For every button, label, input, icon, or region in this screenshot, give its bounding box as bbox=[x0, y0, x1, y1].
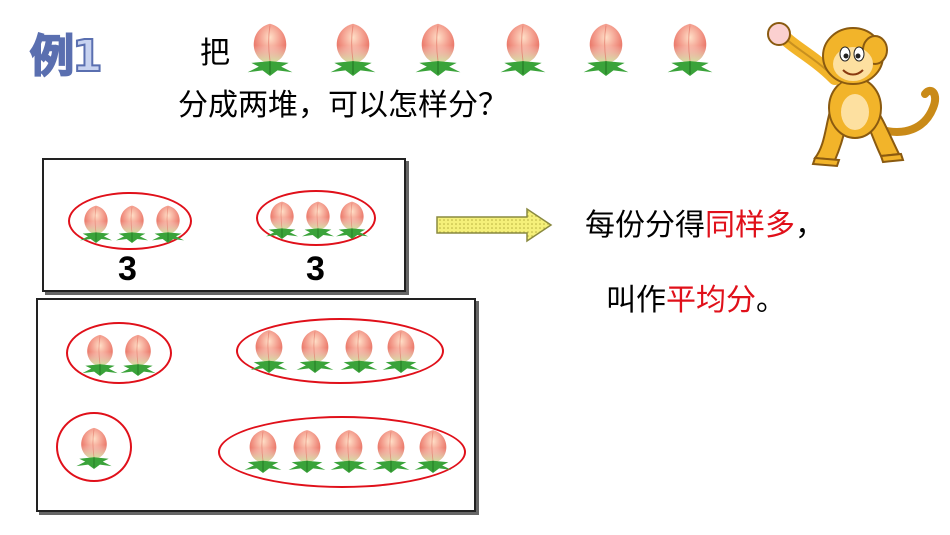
peach-icon bbox=[325, 20, 381, 76]
conclusion-line-1-end: ， bbox=[795, 208, 825, 243]
conclusion-line-2-end: 。 bbox=[756, 283, 786, 318]
peach-icon bbox=[148, 200, 188, 246]
peach-icon bbox=[332, 196, 372, 242]
peach-icon bbox=[578, 20, 634, 76]
peach-icon bbox=[326, 422, 372, 478]
peach-icon bbox=[76, 200, 116, 246]
arrow-right-icon bbox=[436, 207, 553, 243]
conclusion-line-2: 叫作平均分。 bbox=[606, 275, 786, 319]
peach-icon bbox=[242, 20, 298, 76]
conclusion-line-1: 每份分得同样多， bbox=[585, 200, 825, 244]
peach-icon bbox=[72, 420, 116, 474]
group-oval-two bbox=[66, 322, 172, 384]
peach-icon bbox=[495, 20, 551, 76]
conclusion-line-1-plain: 每份分得 bbox=[585, 208, 705, 243]
count-left: 3 bbox=[118, 250, 137, 288]
peach-icon bbox=[262, 196, 302, 242]
count-right: 3 bbox=[306, 250, 325, 288]
question-text: 分成两堆，可以怎样分？ bbox=[178, 88, 508, 123]
group-oval-five bbox=[218, 416, 466, 488]
peach-icon bbox=[662, 20, 718, 76]
peach-icon bbox=[292, 322, 338, 378]
peach-icon bbox=[284, 422, 330, 478]
conclusion-line-1-highlight: 同样多 bbox=[705, 208, 795, 243]
peach-icon bbox=[240, 422, 286, 478]
example-label: 例1 bbox=[29, 30, 104, 83]
question-prefix: 把 bbox=[200, 36, 230, 71]
peach-icon bbox=[336, 322, 382, 378]
peach-icon bbox=[410, 20, 466, 76]
group-oval-four bbox=[236, 318, 444, 384]
conclusion-line-2-highlight: 平均分 bbox=[666, 283, 756, 318]
group-oval-one bbox=[56, 412, 132, 482]
peach-icon bbox=[112, 200, 152, 246]
peach-icon bbox=[368, 422, 414, 478]
peach-icon bbox=[116, 328, 160, 380]
monkey-mascot bbox=[767, 22, 940, 168]
peach-icon bbox=[410, 422, 456, 478]
conclusion-line-2-plain: 叫作 bbox=[606, 283, 666, 318]
group-oval-left bbox=[68, 192, 192, 250]
group-oval-right bbox=[256, 190, 376, 246]
peach-icon bbox=[246, 322, 292, 378]
peach-icon bbox=[378, 322, 424, 378]
